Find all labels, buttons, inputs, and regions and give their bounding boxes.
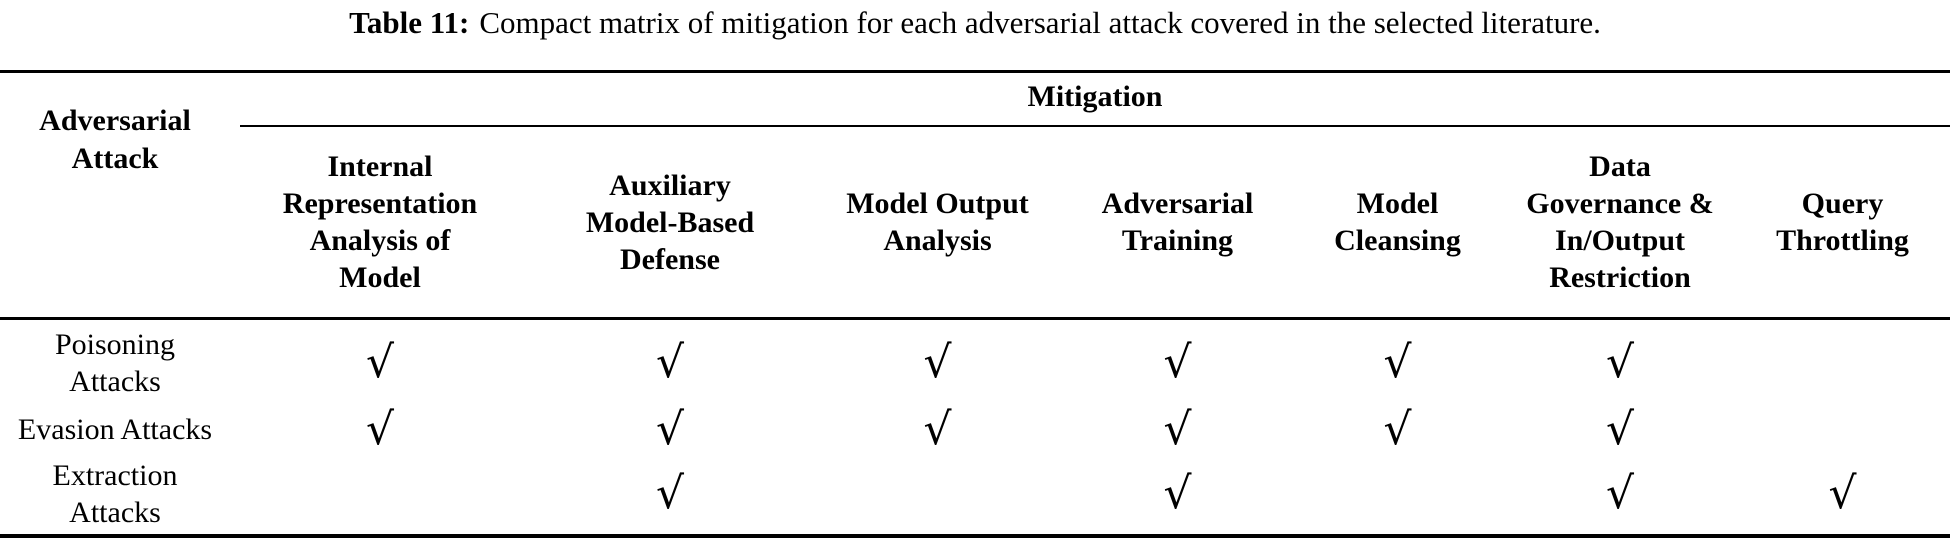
table-bottom-rule — [0, 534, 1950, 538]
check-evasion-model-cleansing: √ — [1383, 403, 1412, 455]
table-caption-text: Compact matrix of mitigation for each ad… — [479, 5, 1601, 40]
mitigation-column-headers: Internal Representation Analysis of Mode… — [230, 127, 1950, 317]
header-model-cleansing: Model Cleansing — [1334, 187, 1461, 257]
check-poisoning-data-governance: √ — [1605, 336, 1635, 388]
header-model-output-analysis: Model Output Analysis — [846, 187, 1029, 257]
check-evasion-data-governance: √ — [1605, 403, 1635, 455]
check-extraction-adversarial-training: √ — [1163, 468, 1192, 519]
check-extraction-query-throttling: √ — [1828, 468, 1857, 519]
check-poisoning-adversarial-training: √ — [1163, 336, 1192, 388]
row-label-extraction-attacks: Extraction Attacks — [52, 459, 178, 529]
check-extraction-model-cleansing — [1290, 454, 1505, 534]
span-header-mitigation: Mitigation — [1027, 80, 1163, 113]
check-poisoning-model-output: √ — [923, 336, 952, 388]
check-poisoning-auxiliary-model: √ — [655, 336, 685, 388]
check-extraction-auxiliary-model: √ — [655, 468, 685, 519]
header-adversarial-training: Adversarial Training — [1101, 187, 1254, 257]
check-evasion-auxiliary-model: √ — [655, 403, 685, 455]
check-extraction-data-governance: √ — [1605, 468, 1635, 519]
check-poisoning-model-cleansing: √ — [1383, 336, 1412, 388]
header-separator-rule — [0, 317, 1950, 320]
check-extraction-internal-representation — [230, 454, 530, 534]
check-extraction-model-output — [810, 454, 1065, 534]
check-evasion-adversarial-training: √ — [1163, 403, 1192, 455]
check-evasion-internal-representation: √ — [365, 403, 395, 455]
header-auxiliary-model-based-defense: Auxiliary Model-Based Defense — [585, 168, 755, 276]
table-caption-label: Table 11: — [349, 5, 470, 40]
table-caption: Table 11: Compact matrix of mitigation fo… — [0, 2, 1950, 44]
mitigation-span-rule — [240, 125, 1950, 127]
row-label-evasion-attacks: Evasion Attacks — [17, 413, 213, 446]
check-poisoning-internal-representation: √ — [365, 336, 395, 388]
header-data-governance-in-output-restriction: Data Governance & In/Output Restriction — [1526, 150, 1714, 294]
table-top-rule — [0, 70, 1950, 73]
check-evasion-model-output: √ — [923, 403, 952, 455]
header-internal-representation-analysis: Internal Representation Analysis of Mode… — [282, 150, 478, 294]
column-header-adversarial-attack: Adversarial Attack — [39, 104, 191, 175]
header-query-throttling: Query Throttling — [1776, 187, 1909, 257]
row-label-poisoning-attacks: Poisoning Attacks — [54, 327, 176, 398]
check-evasion-query-throttling — [1735, 405, 1950, 454]
table-body: Poisoning Attacks √ √ √ √ √ √ Evasion At… — [0, 320, 1950, 534]
check-poisoning-query-throttling — [1735, 320, 1950, 405]
